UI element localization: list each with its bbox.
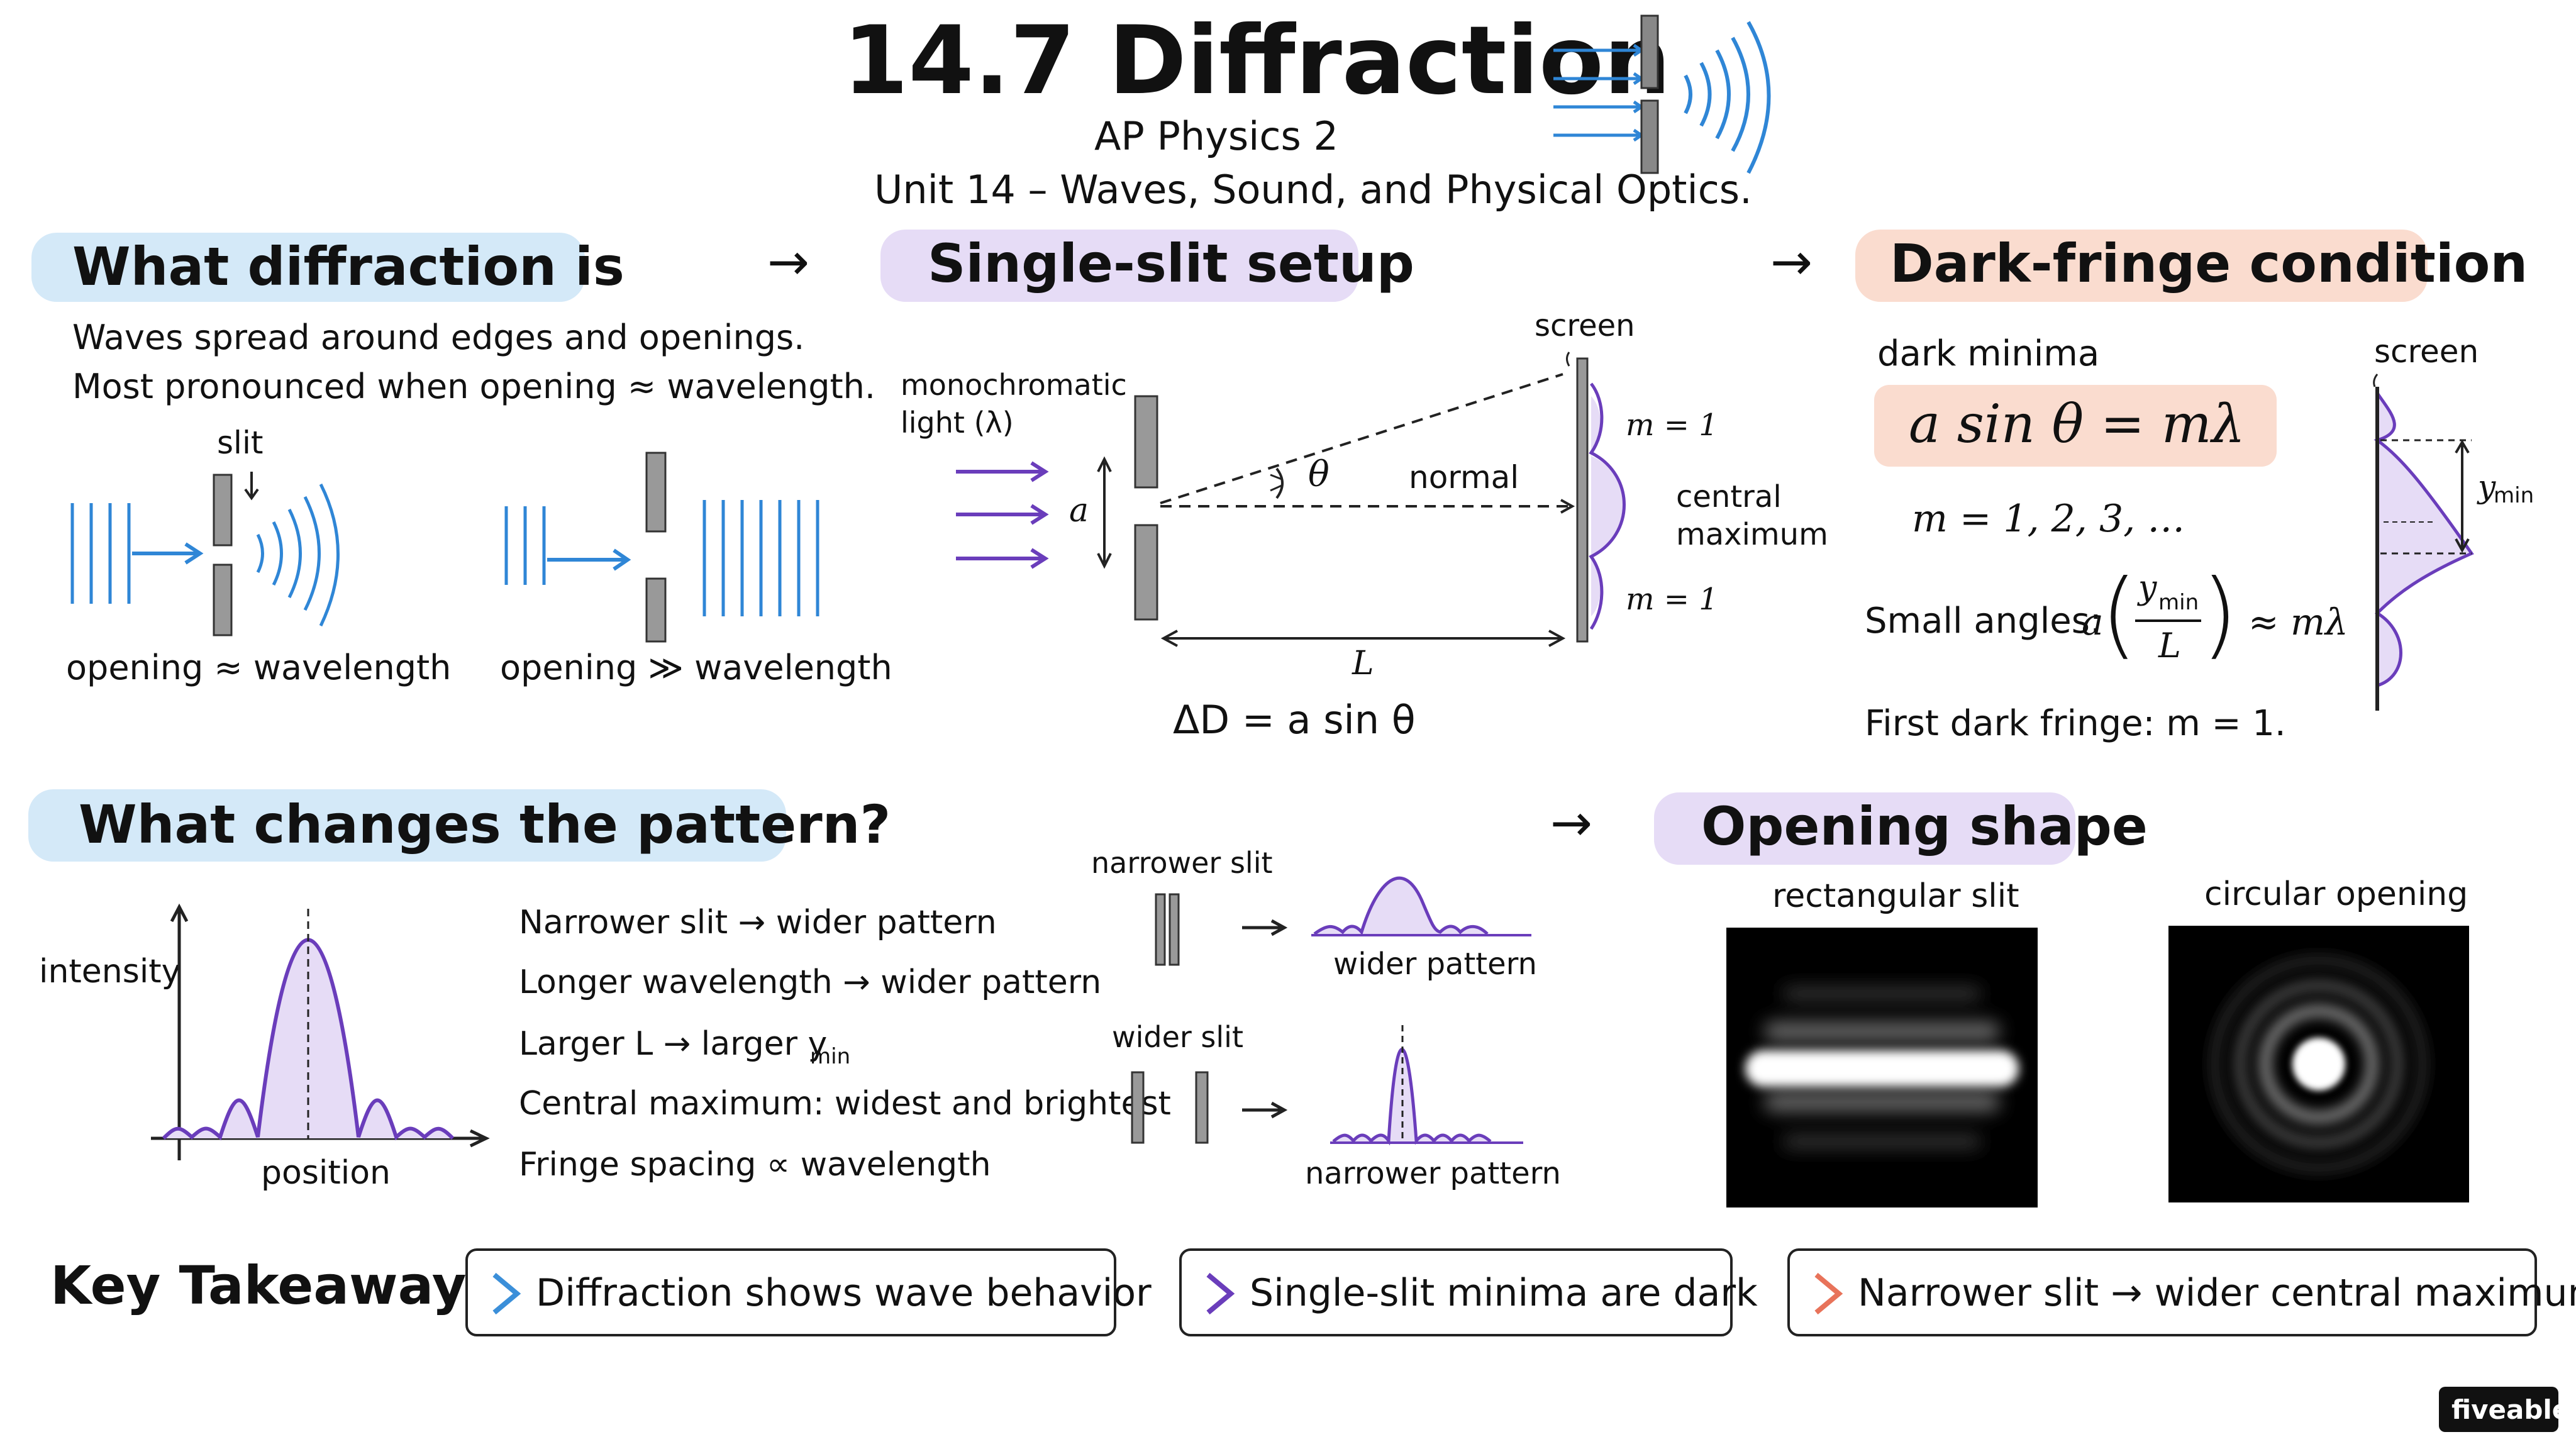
arrow-symbol: → [1770, 233, 1813, 291]
dark-minima-label: dark minima [1877, 333, 2100, 374]
key-takeaways-label: Key Takeaways: [50, 1255, 519, 1316]
small-angle-paren-right: ) [2201, 560, 2238, 669]
narrower-slit-label: narrower slit [1091, 846, 1273, 880]
small-angle-denominator: L [2158, 626, 2181, 665]
path-difference-formula: ΔD = a sin θ [1173, 697, 1416, 743]
order-values: m = 1, 2, 3, … [1912, 497, 2185, 541]
arrow-symbol: → [1550, 794, 1593, 852]
change-item: Longer wavelength → wider pattern [519, 963, 1102, 1001]
wider-pattern-label: wider pattern [1333, 947, 1537, 982]
wider-slit-label: wider slit [1112, 1020, 1243, 1054]
dark-fringe-formula: a sin θ = mλ [1909, 393, 2245, 455]
takeaway-box: Single-slit minima are dark [1179, 1248, 1758, 1336]
chevron-right-icon [492, 1272, 521, 1315]
small-angle-numerator-sub: min [2158, 590, 2199, 615]
takeaway-box: Narrower slit → wider central maximum [1787, 1248, 2576, 1336]
single-slit-diagram [956, 352, 1626, 647]
central-max-label-2: maximum [1676, 517, 1828, 552]
slit-width-a-label: a [1069, 492, 1089, 530]
theta-label: θ [1308, 454, 1330, 495]
section-heading-what-is: What diffraction is [72, 236, 625, 297]
slit-label: slit [217, 425, 264, 461]
rectangular-slit-pattern-image [1726, 928, 2038, 1208]
small-angle-a: a [2082, 601, 2104, 643]
order-label-bottom: m = 1 [1626, 582, 1718, 617]
section-heading-opening-shape: Opening shape [1701, 796, 2148, 857]
distance-L-label: L [1352, 645, 1374, 682]
dark-fringe-screen-diagram [2373, 374, 2474, 711]
page-title: 14.7 Diffraction [843, 6, 1671, 116]
circular-opening-label: circular opening [2204, 875, 2468, 913]
rectangular-slit-label: rectangular slit [1772, 877, 2019, 915]
takeaway-text: Diffraction shows wave behavior [536, 1271, 1152, 1315]
what-is-line-1: Waves spread around edges and openings. [72, 318, 805, 357]
takeaway-text: Narrower slit → wider central maximum [1858, 1271, 2576, 1315]
ymin-label: y [2478, 469, 2496, 505]
intensity-pattern-graph [151, 903, 490, 1160]
brand-text: fiveable [2451, 1394, 2570, 1425]
intensity-axis-label: intensity [39, 953, 181, 991]
screen-label: screen [2374, 333, 2479, 370]
chevron-right-icon [1814, 1272, 1843, 1315]
header-diffraction-icon [1553, 14, 1771, 174]
circular-opening-pattern-image [2168, 926, 2469, 1202]
takeaway-text: Single-slit minima are dark [1250, 1271, 1758, 1315]
light-label-line-1: monochromatic [901, 368, 1127, 402]
chevron-right-icon [1206, 1272, 1235, 1315]
first-dark-fringe: First dark fringe: m = 1. [1865, 703, 2286, 744]
page-subtitle: AP Physics 2 [1094, 113, 1338, 159]
position-axis-label: position [261, 1154, 391, 1192]
diffraction-small-opening-diagram [70, 472, 340, 636]
change-item: Narrower slit → wider pattern [519, 904, 997, 941]
order-label-top: m = 1 [1626, 408, 1718, 443]
normal-label: normal [1409, 459, 1519, 496]
small-angle-paren-left: ( [2101, 560, 2138, 669]
fiveable-logo[interactable]: fiveable [2439, 1387, 2570, 1432]
takeaway-box: Diffraction shows wave behavior [465, 1248, 1152, 1336]
unit-line: Unit 14 – Waves, Sound, and Physical Opt… [874, 167, 1752, 213]
caption-opening-equal: opening ≈ wavelength [66, 648, 452, 687]
fraction-bar [2135, 619, 2201, 622]
change-item: Central maximum: widest and brightest [519, 1085, 1171, 1123]
central-max-label-1: central [1676, 479, 1782, 514]
change-item: Larger L → larger y [519, 1025, 828, 1063]
light-label-line-2: light (λ) [901, 406, 1014, 440]
what-is-line-2: Most pronounced when opening ≈ wavelengt… [72, 367, 876, 406]
small-angle-numerator: y [2138, 569, 2157, 607]
section-heading-changes: What changes the pattern? [79, 794, 891, 855]
ymin-label-sub: min [2494, 483, 2534, 508]
caption-opening-much-greater: opening ≫ wavelength [500, 648, 892, 687]
diffraction-large-opening-diagram [504, 452, 819, 643]
narrower-pattern-label: narrower pattern [1305, 1156, 1561, 1191]
change-item-subscript: min [810, 1044, 851, 1069]
arrow-symbol: → [767, 233, 810, 291]
section-heading-single-slit: Single-slit setup [928, 233, 1414, 294]
screen-label: screen [1535, 308, 1635, 343]
section-heading-dark-fringe: Dark-fringe condition [1890, 233, 2528, 294]
small-angle-rhs: ≈ mλ [2248, 601, 2348, 643]
slit-width-comparison-diagram [1131, 876, 1531, 1146]
small-angle-prefix: Small angles: [1865, 601, 2102, 641]
change-item: Fringe spacing ∝ wavelength [519, 1146, 991, 1184]
